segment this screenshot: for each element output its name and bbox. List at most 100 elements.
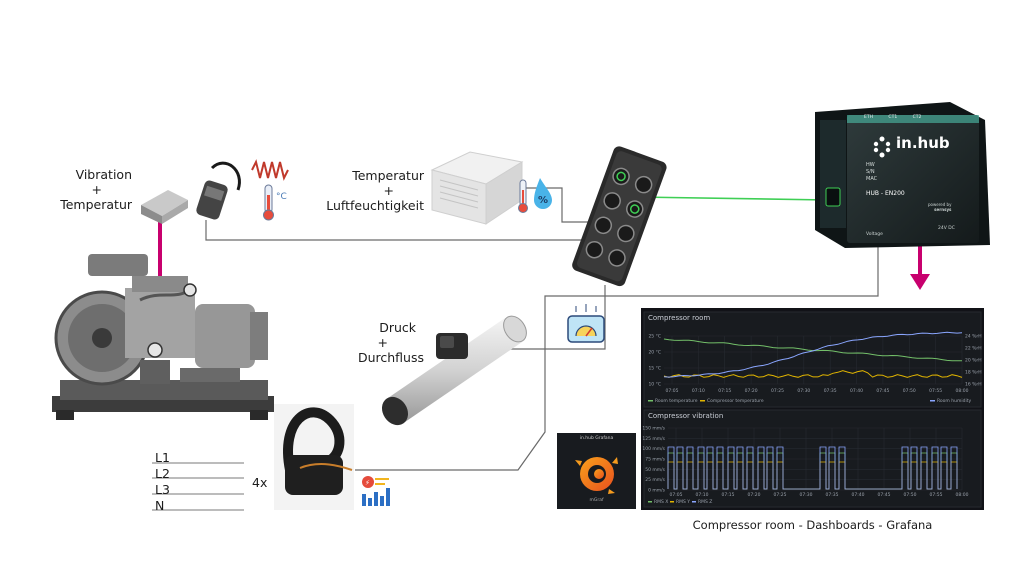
humidity-label-line2: + (383, 183, 394, 198)
hub-powered-by: powered by sernsys (928, 202, 951, 212)
y-tick-vibration: 50 mm/s (645, 467, 665, 473)
legend-label: RMS X (654, 499, 668, 505)
grafana-logo-icon (575, 457, 618, 494)
hub-powered-by-brand: sernsys (934, 207, 952, 212)
x-tick: 08:00 (956, 388, 969, 394)
series-room-humidity (663, 331, 963, 378)
wire-pressure-sensor (470, 285, 606, 350)
x-tick: 07:20 (745, 388, 758, 394)
x-tick-vibration: 08:00 (956, 492, 969, 498)
hub-field-hw: HW (866, 162, 875, 168)
phase-l3-label: L3 (155, 482, 170, 497)
x-tick-vibration: 07:45 (878, 492, 891, 498)
y-tick-vibration: 100 mm/s (642, 446, 665, 452)
compressed-air-pipe (381, 315, 527, 426)
x-tick: 07:40 (850, 388, 863, 394)
inhub-device (815, 102, 990, 248)
y-tick-right: 22 %rH (965, 346, 982, 352)
y-tick-left: 10 °C (648, 382, 661, 388)
y-tick-left: 25 °C (648, 334, 661, 340)
grafana-tile-footer: mGraf (589, 498, 604, 503)
x-tick: 07:50 (903, 388, 916, 394)
grafana-tile (557, 433, 636, 509)
pressure-gauge-icon (567, 304, 605, 343)
celsius-label: °C (276, 192, 287, 202)
y-tick-left: 15 °C (648, 366, 661, 372)
vibration-label-line2: + (91, 182, 102, 197)
x-tick-vibration: 07:05 (670, 492, 683, 498)
legend-swatch (700, 400, 705, 402)
ethernet-link (635, 196, 829, 201)
y-tick-right: 24 %rH (965, 334, 982, 340)
x-tick-vibration: 07:30 (800, 492, 813, 498)
x-tick: 07:25 (771, 388, 784, 394)
legend-swatch (692, 501, 696, 503)
x-tick: 07:10 (692, 388, 705, 394)
hub-port-ct2: CT2 (912, 115, 922, 120)
vibration-temperature-label: Vibration + Temperatur (40, 167, 132, 212)
humidity-label-line1: Temperatur (352, 168, 424, 183)
vibration-label-line3: Temperatur (60, 197, 132, 212)
pressure-label-line2: + (377, 335, 388, 350)
m12-connector (196, 161, 241, 220)
pressure-label-line3: Durchfluss (357, 350, 424, 365)
hub-powered-by-text: powered by (928, 202, 952, 207)
hub-ports: ETH CT1 CT2 (864, 115, 921, 120)
pressure-flow-label: Druck + Durchfluss (340, 320, 424, 365)
legend-label: RMS Y (676, 499, 690, 505)
legend-label: RMS Z (698, 499, 712, 505)
legend-swatch (648, 400, 653, 402)
temperature-humidity-label: Temperatur + Luftfeuchtigkeit (300, 168, 424, 213)
current-clamp-sensor (274, 404, 354, 510)
thermometer-icon (263, 184, 274, 221)
phase-l1-label: L1 (155, 450, 170, 465)
phase-n-label: N (155, 498, 165, 513)
hub-fields: HW S/N MAC (866, 162, 877, 183)
hub-brand: in.hub (896, 134, 950, 152)
dashboard-caption: Compressor room - Dashboards - Grafana (692, 518, 933, 532)
x-tick: 07:45 (876, 388, 889, 394)
io-master-module (572, 146, 667, 287)
vibration-label-line1: Vibration (75, 167, 132, 182)
legend-swatch (930, 400, 935, 402)
wire-current-clamp (355, 238, 879, 471)
wire-humidity-sensor (520, 187, 596, 223)
power-stats-icon: ⚡ (362, 476, 390, 506)
x-tick: 07:30 (797, 388, 810, 394)
y-tick-vibration: 25 mm/s (645, 477, 665, 483)
hub-field-sn: S/N (866, 169, 875, 175)
y-tick-right: 16 %rH (965, 382, 982, 388)
hub-port-ct1: CT1 (888, 115, 898, 120)
y-tick-vibration: 150 mm/s (642, 426, 665, 432)
legend-label: Compressor temperature (707, 398, 764, 404)
legend-label: Room temperature (655, 398, 698, 404)
panel-compressor-vibration-title: Compressor vibration (648, 412, 724, 420)
x-tick: 07:35 (824, 388, 837, 394)
hub-field-mac: MAC (866, 176, 878, 182)
series-compressor-temperature (663, 370, 963, 378)
humidity-sensor (430, 151, 524, 225)
panel-compressor-room-title: Compressor room (648, 314, 711, 322)
legend-swatch (670, 501, 674, 503)
x-tick-vibration: 07:25 (774, 492, 787, 498)
y-tick-left: 20 °C (648, 350, 661, 356)
hub-power-rating: 24V DC (938, 226, 955, 231)
compressor-image (52, 254, 274, 420)
humidity-label-line3: Luftfeuchtigkeit (326, 198, 424, 213)
phase-lines (152, 462, 244, 511)
legend-label: Room humidity (937, 398, 971, 404)
x-tick: 07:05 (666, 388, 679, 394)
y-tick-vibration: 75 mm/s (645, 457, 665, 463)
phase-l2-label: L2 (155, 466, 170, 481)
y-tick-right: 18 %rH (965, 370, 982, 376)
pressure-label-line1: Druck (379, 320, 416, 335)
x-tick: 07:15 (718, 388, 731, 394)
hub-voltage-label: Voltage (866, 232, 883, 237)
hub-port-eth: ETH (864, 115, 873, 120)
x-tick-vibration: 07:55 (930, 492, 943, 498)
x-tick-vibration: 07:40 (852, 492, 865, 498)
clamp-count-label: 4x (252, 475, 268, 490)
pressure-flow-sensor (436, 333, 468, 359)
y-tick-vibration: 125 mm/s (642, 436, 665, 442)
